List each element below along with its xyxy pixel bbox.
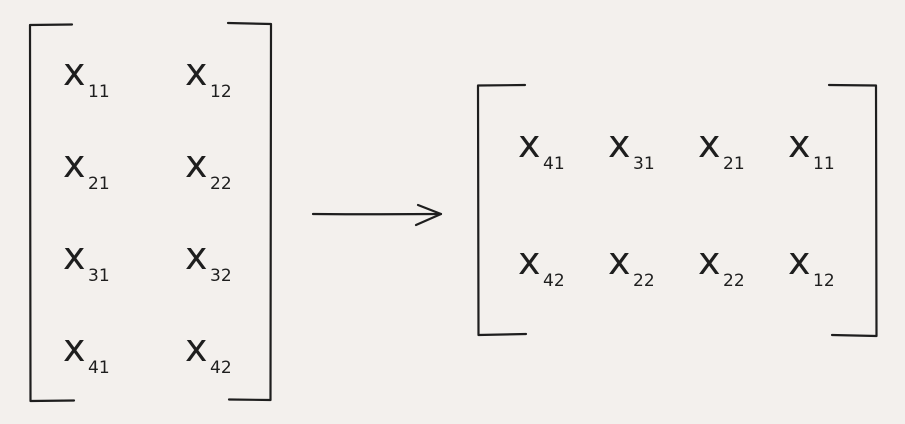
- source-entry-subscript: 41: [88, 358, 110, 378]
- target-right-bracket: [829, 85, 877, 336]
- source-entry-symbol: x: [63, 326, 86, 370]
- source-entry-subscript: 31: [88, 266, 110, 286]
- source-entry-symbol: x: [185, 142, 208, 186]
- source-right-bracket: [228, 23, 271, 400]
- target-entry-symbol: x: [608, 239, 631, 283]
- source-entry-symbol: x: [63, 142, 86, 186]
- target-entry-symbol: x: [788, 122, 811, 166]
- target-entry-subscript: 41: [543, 154, 565, 174]
- target-entry-symbol: x: [518, 122, 541, 166]
- target-entry-symbol: x: [788, 239, 811, 283]
- source-entry-subscript: 32: [210, 266, 232, 286]
- source-entry-symbol: x: [185, 234, 208, 278]
- target-entry-subscript: 42: [543, 271, 565, 291]
- source-entry-symbol: x: [185, 326, 208, 370]
- target-entry-subscript: 22: [723, 271, 745, 291]
- target-entry-subscript: 21: [723, 154, 745, 174]
- target-entry-subscript: 11: [813, 154, 835, 174]
- source-entry-subscript: 21: [88, 174, 110, 194]
- source-entry-subscript: 42: [210, 358, 232, 378]
- target-entry-subscript: 22: [633, 271, 655, 291]
- source-entry-symbol: x: [185, 50, 208, 94]
- source-entry-symbol: x: [63, 50, 86, 94]
- target-entry-subscript: 12: [813, 271, 835, 291]
- target-entry-symbol: x: [608, 122, 631, 166]
- target-entry-symbol: x: [518, 239, 541, 283]
- transform-arrow: [313, 205, 441, 225]
- target-entry-symbol: x: [698, 122, 721, 166]
- target-entry-symbol: x: [698, 239, 721, 283]
- source-entry-subscript: 12: [210, 82, 232, 102]
- source-entry-subscript: 22: [210, 174, 232, 194]
- source-entry-subscript: 11: [88, 82, 110, 102]
- target-entry-subscript: 31: [633, 154, 655, 174]
- source-entry-symbol: x: [63, 234, 86, 278]
